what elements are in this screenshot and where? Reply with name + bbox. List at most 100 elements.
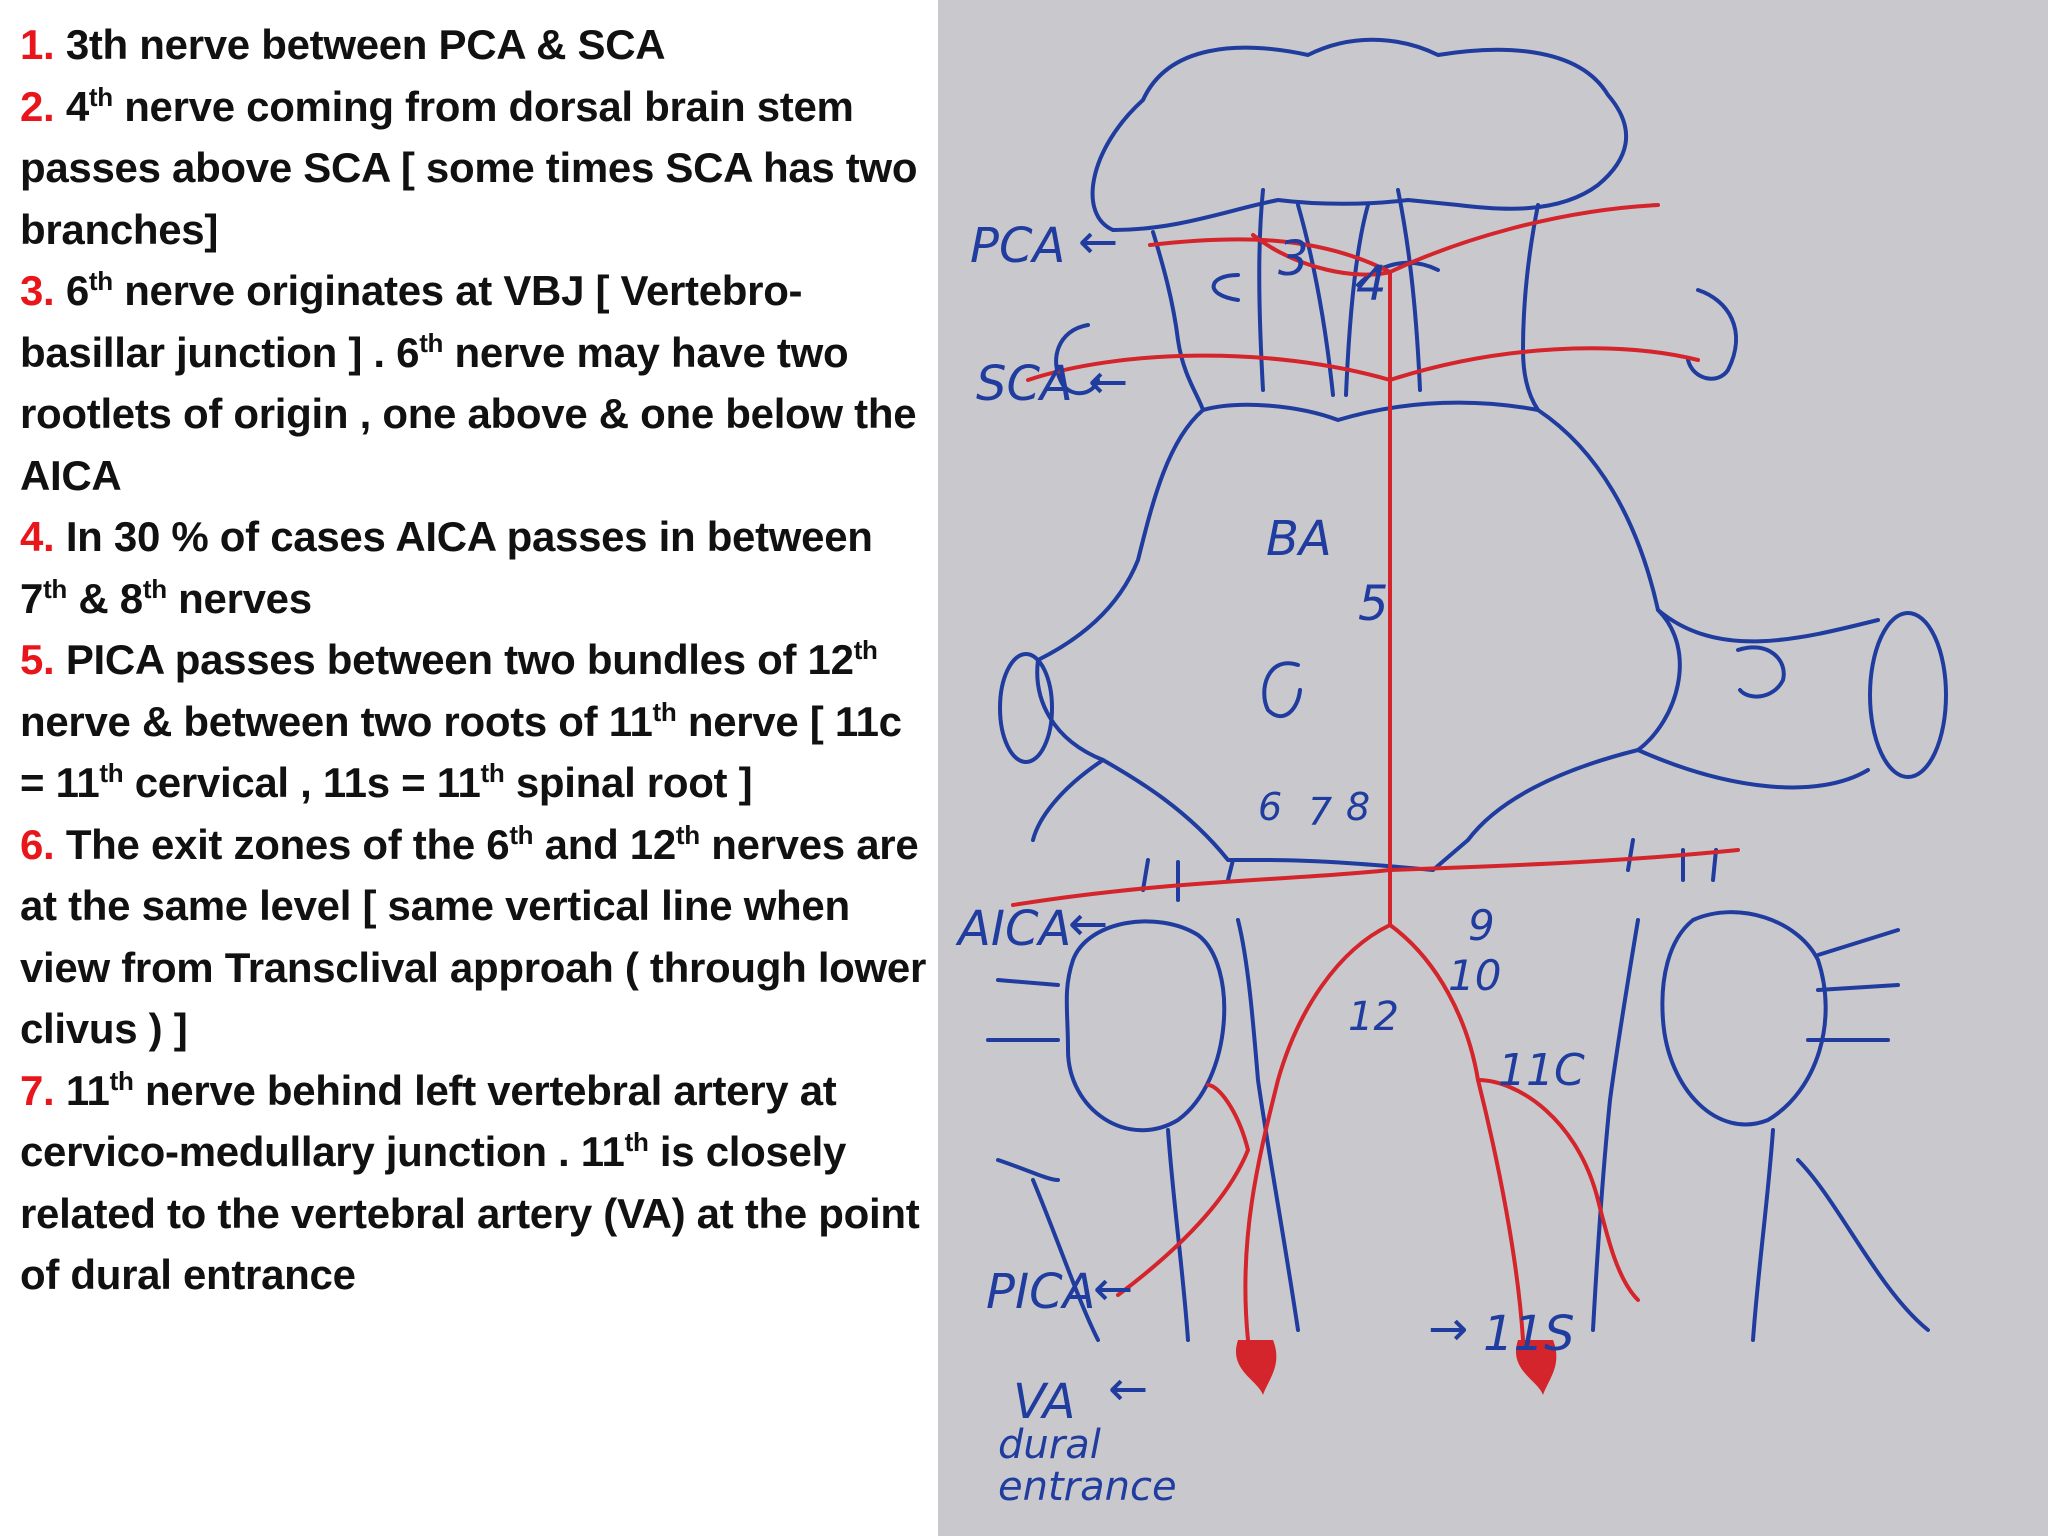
note-text: 11 (65, 1066, 110, 1114)
label-pca-arrow: ← (1078, 214, 1118, 270)
peduncle-right (1521, 203, 1540, 412)
note-text: & 8 (67, 574, 143, 622)
pyramid-right (1591, 918, 1640, 1332)
note-text: and 12 (533, 820, 677, 868)
note-4: 4. In 30 % of cases AICA passes in betwe… (20, 506, 928, 629)
label-8: 8 (1346, 785, 1370, 829)
note-1: 1. 3th nerve between PCA & SCA (20, 14, 928, 76)
superscript: th (99, 758, 124, 788)
label-6: 6 (1258, 785, 1282, 829)
note-5: 5. PICA passes between two bundles of 12… (20, 629, 928, 814)
nerve-11-left (1031, 1178, 1100, 1342)
nerve-4-left (1054, 323, 1100, 396)
note-6: 6. The exit zones of the 6th and 12th ne… (20, 814, 928, 1060)
nerve-5-right (1736, 645, 1786, 699)
brainstem-diagram: PCA ← SCA ← AICA ← PICA ← BA 3 4 5 6 7 8… (938, 0, 2048, 1536)
brainstem-drawing: PCA ← SCA ← AICA ← PICA ← BA 3 4 5 6 7 8… (955, 37, 1948, 1510)
label-va-1: VA (1013, 1374, 1075, 1430)
note-text: nerve behind left vertebral artery at ce… (20, 1066, 837, 1176)
note-text: nerve may have two rootlets of origin , … (20, 328, 917, 499)
superscript: th (88, 81, 113, 112)
vertebral-left (1243, 923, 1392, 1342)
vertebral-right (1388, 923, 1525, 1342)
superscript: th (43, 573, 68, 604)
peduncle-inner-right (1396, 188, 1422, 392)
label-3: 3 (1278, 231, 1309, 287)
pons-outline (1035, 400, 1682, 872)
superscript: th (109, 1065, 134, 1096)
superscript: th (652, 696, 677, 727)
superscript: th (675, 819, 700, 850)
label-pca: PCA (970, 218, 1065, 274)
cleft-right (1344, 203, 1370, 397)
label-9: 9 (1468, 901, 1495, 950)
flocculus-left (998, 652, 1054, 764)
superscript: th (88, 266, 113, 296)
olive-right (1660, 910, 1828, 1127)
pyramid-left (1236, 918, 1300, 1332)
va-drop-left (1235, 1340, 1277, 1395)
superscript: th (480, 758, 505, 788)
note-text: nerves (166, 574, 312, 622)
note-number: 3. (20, 267, 55, 314)
note-text: nerve originates at VBJ [ Vertebro-basil… (20, 267, 803, 376)
label-11c: 11C (1498, 1045, 1585, 1096)
nerves-9-10-left (986, 978, 1060, 1182)
note-text: 6 (65, 267, 89, 314)
note-number: 7. (20, 1066, 55, 1114)
superscript: th (853, 635, 878, 665)
olive-left (1064, 919, 1227, 1133)
sca-left (1026, 353, 1392, 382)
label-12: 12 (1348, 994, 1399, 1040)
basilar-artery (1251, 233, 1392, 927)
pica-left (1116, 1083, 1251, 1297)
label-10: 10 (1448, 951, 1501, 1000)
peduncle-left (1151, 230, 1205, 412)
label-7: 7 (1308, 790, 1332, 834)
pons-right-edge (1656, 608, 1880, 644)
note-number: 5. (20, 636, 55, 683)
superscript: th (624, 1127, 649, 1157)
note-7: 7. 11th nerve behind left vertebral arte… (20, 1060, 928, 1306)
nerve-3-right (1356, 260, 1440, 287)
label-sca-arrow: ← (1088, 354, 1128, 410)
note-3: 3. 6th nerve originates at VBJ [ Vertebr… (20, 260, 928, 506)
midbrain-outline (1090, 37, 1628, 232)
pons-right-low (1636, 748, 1870, 790)
nerve-5-left (1262, 661, 1302, 719)
note-text: PICA passes between two bundles of 12 (65, 636, 854, 683)
note-text: 4 (65, 82, 89, 130)
sca-right (1388, 346, 1700, 382)
label-ba: BA (1266, 511, 1332, 567)
nerve-11-right (1796, 1158, 1930, 1332)
label-va-arrow: ← (1108, 1361, 1148, 1417)
pca-left (1148, 237, 1392, 274)
flocculus-right (1868, 611, 1948, 779)
superscript: th (509, 819, 534, 850)
note-text: spinal root ] (504, 759, 753, 806)
pca-right (1388, 203, 1660, 274)
nerve-4-right (1686, 288, 1739, 381)
note-text: 3th nerve between PCA & SCA (65, 21, 666, 68)
label-11s-arrow: → (1428, 1301, 1468, 1357)
note-text: nerves are at the same level [ same vert… (20, 820, 927, 1053)
pica-right (1476, 1078, 1640, 1302)
medulla-left-edge (1166, 1128, 1190, 1342)
label-5: 5 (1358, 576, 1389, 632)
pons-left-low (1031, 758, 1105, 842)
label-4: 4 (1356, 256, 1387, 312)
nerve-3-left (1211, 273, 1240, 302)
superscript: th (142, 573, 167, 604)
notes-panel: 1. 3th nerve between PCA & SCA 2. 4th ne… (0, 0, 938, 1536)
note-number: 1. (20, 21, 55, 68)
note-text: nerve & between two roots of 11 (20, 697, 653, 745)
peduncle-inner-left (1257, 188, 1265, 392)
note-text: cervical , 11s = 11 (123, 759, 481, 806)
label-sca: SCA (976, 356, 1073, 412)
label-pica-arrow: ← (1093, 1261, 1133, 1317)
label-va-3: entrance (998, 1464, 1177, 1510)
label-11s: 11S (1483, 1306, 1575, 1362)
label-aica-arrow: ← (1068, 896, 1108, 952)
note-text: nerve [ 11c = 11 (20, 697, 902, 807)
label-va-2: dural (998, 1422, 1101, 1468)
